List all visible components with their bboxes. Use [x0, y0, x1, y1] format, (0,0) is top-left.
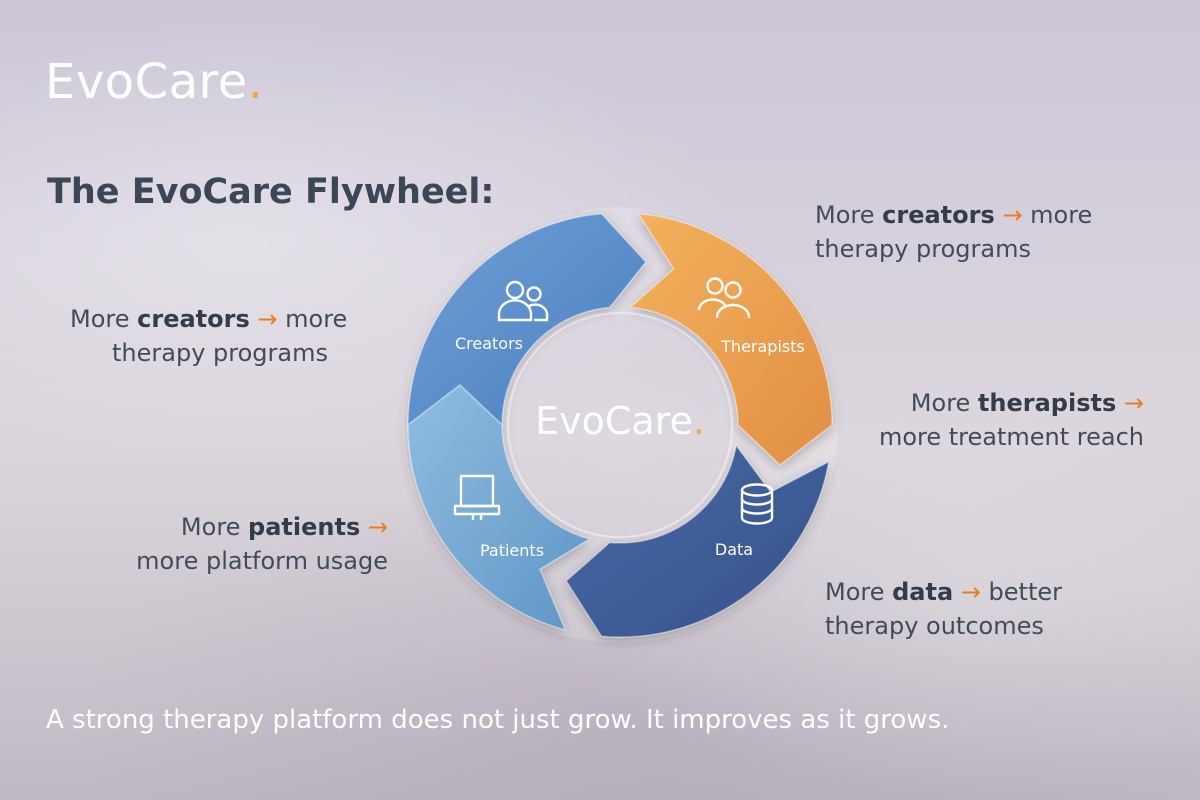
label-line1: More data → better	[825, 578, 1062, 606]
label-creators-left: More creators → more therapy programs	[70, 302, 347, 370]
label-creators-right: More creators → more therapy programs	[815, 198, 1092, 266]
label-line2: therapy programs	[112, 339, 328, 367]
label-line1: More creators → more	[70, 305, 348, 333]
label-line1: More creators → more	[815, 201, 1093, 229]
segment-label-patients: Patients	[479, 541, 545, 560]
label-line2: more treatment reach	[878, 423, 1144, 451]
label-line2: therapy outcomes	[825, 612, 1044, 640]
segment-label-creators: Creators	[454, 334, 524, 353]
segment-data	[565, 443, 830, 638]
label-line2: therapy programs	[815, 235, 1031, 263]
label-line1: More therapists →	[910, 389, 1144, 417]
segment-therapists	[628, 212, 833, 466]
brand-name: EvoCare	[45, 54, 248, 110]
wheel-center-disc	[507, 312, 733, 538]
center-logo-dot: .	[692, 399, 705, 443]
label-line2: more platform usage	[136, 547, 388, 575]
page-title: The EvoCare Flywheel:	[47, 172, 495, 212]
users-icon	[697, 277, 751, 319]
users-icon	[497, 280, 549, 322]
segment-label-data: Data	[714, 540, 754, 559]
database-icon	[740, 483, 774, 525]
monitor-icon	[453, 474, 501, 520]
label-line1: More patients →	[180, 513, 388, 541]
segment-label-therapists: Therapists	[721, 337, 805, 356]
tagline: A strong therapy platform does not just …	[46, 705, 950, 735]
center-logo-text: EvoCare	[535, 399, 693, 443]
brand-logo: EvoCare.	[45, 58, 264, 106]
brand-dot: .	[247, 54, 264, 110]
center-logo: EvoCare.	[535, 402, 705, 440]
label-therapists: More therapists → more treatment reach	[862, 386, 1144, 454]
label-patients: More patients → more platform usage	[108, 510, 388, 578]
label-data: More data → better therapy outcomes	[825, 575, 1062, 643]
